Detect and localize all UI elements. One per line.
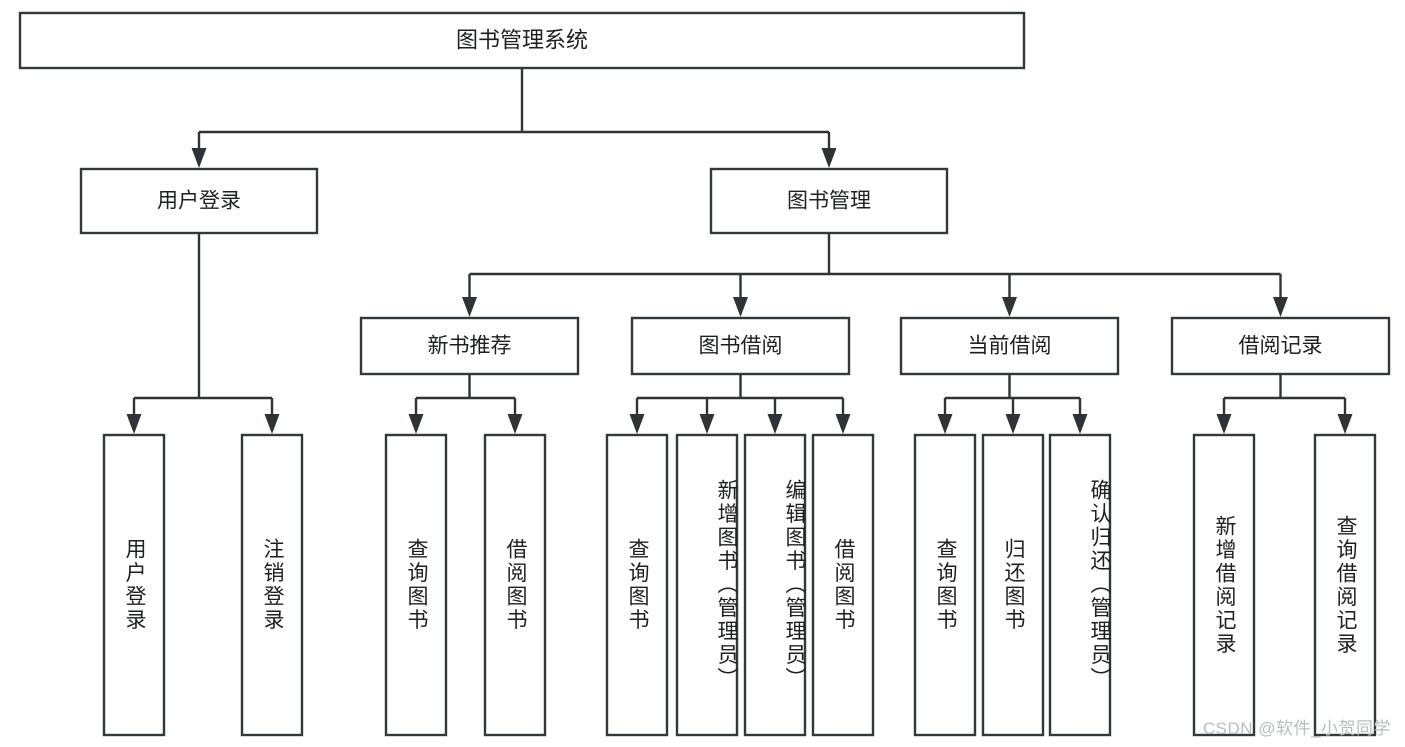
node-leaf-add-book[interactable] <box>675 433 739 737</box>
node-leaf-query-book-1[interactable] <box>384 433 448 737</box>
arrow-root-to-user-login <box>191 148 207 168</box>
arrow-borrow-record-to-leaf-query-record <box>1337 414 1353 434</box>
node-leaf-borrow-book-2-rect[interactable] <box>811 433 875 737</box>
arrow-book-borrow-to-leaf-add-book <box>699 414 715 434</box>
node-leaf-borrow-book-2[interactable] <box>811 433 875 737</box>
node-leaf-borrow-book-1[interactable] <box>483 433 547 737</box>
node-current-borrow[interactable]: 当前借阅 <box>899 316 1120 376</box>
node-user-login-label: 用户登录 <box>157 190 241 213</box>
arrow-current-borrow-to-leaf-query-book-3 <box>937 414 953 434</box>
node-root-label: 图书管理系统 <box>456 27 588 52</box>
node-leaf-query-book-1-rect[interactable] <box>384 433 448 737</box>
node-leaf-user-logout[interactable] <box>240 433 304 737</box>
node-borrow-record[interactable]: 借阅记录 <box>1170 316 1391 376</box>
node-user-login[interactable]: 用户登录 <box>79 167 319 235</box>
node-leaf-add-record[interactable] <box>1192 433 1256 737</box>
node-leaf-return-book-rect[interactable] <box>981 433 1045 737</box>
node-leaf-add-record-rect[interactable] <box>1192 433 1256 737</box>
node-leaf-query-record[interactable] <box>1313 433 1377 737</box>
arrow-borrow-record-to-leaf-add-record <box>1216 414 1232 434</box>
arrow-bookmanage-to-current-borrow <box>1002 297 1017 317</box>
node-borrow-record-label: 借阅记录 <box>1239 335 1323 358</box>
node-current-borrow-rect[interactable] <box>899 316 1120 376</box>
node-leaf-query-book-3-rect[interactable] <box>913 433 977 737</box>
node-user-login-rect[interactable] <box>79 167 319 235</box>
node-book-manage-label: 图书管理 <box>787 190 871 213</box>
node-new-book-recommend-rect[interactable] <box>359 316 580 376</box>
connector-layer <box>126 68 1353 434</box>
node-leaf-query-book-3[interactable] <box>913 433 977 737</box>
arrow-new-book-recommend-to-leaf-query-book-1 <box>408 414 424 434</box>
node-leaf-borrow-book-1-rect[interactable] <box>483 433 547 737</box>
node-leaf-confirm-return[interactable] <box>1048 433 1112 737</box>
node-leaf-query-book-2-rect[interactable] <box>605 433 669 737</box>
arrow-bookmanage-to-new-book-recommend <box>462 297 477 317</box>
node-book-borrow[interactable]: 图书借阅 <box>630 316 851 376</box>
arrow-bookmanage-to-book-borrow <box>733 297 748 317</box>
node-root-rect[interactable] <box>18 11 1026 70</box>
watermark: CSDN @软件_小贺同学 <box>1202 719 1391 738</box>
arrow-current-borrow-to-leaf-return-book <box>1005 414 1021 434</box>
node-new-book-recommend-label: 新书推荐 <box>428 335 512 358</box>
node-new-book-recommend[interactable]: 新书推荐 <box>359 316 580 376</box>
arrow-bookmanage-to-borrow-record <box>1273 297 1288 317</box>
arrow-book-borrow-to-leaf-borrow-book-2 <box>835 414 851 434</box>
arrow-book-borrow-to-leaf-query-book-2 <box>629 414 645 434</box>
node-leaf-user-login[interactable] <box>102 433 166 737</box>
node-root[interactable]: 图书管理系统 <box>18 11 1026 70</box>
node-current-borrow-label: 当前借阅 <box>968 335 1052 358</box>
arrow-new-book-recommend-to-leaf-borrow-book-1 <box>507 414 523 434</box>
arrow-current-borrow-to-leaf-confirm-return <box>1072 414 1088 434</box>
node-book-borrow-label: 图书借阅 <box>699 335 783 358</box>
node-book-manage[interactable]: 图书管理 <box>709 167 949 235</box>
node-leaf-edit-book[interactable] <box>743 433 807 737</box>
node-leaf-add-book-rect[interactable] <box>675 433 739 737</box>
arrow-user-login-to-leaf-user-logout <box>264 414 280 434</box>
node-leaf-user-login-rect[interactable] <box>102 433 166 737</box>
arrow-book-borrow-to-leaf-edit-book <box>767 414 783 434</box>
node-leaf-return-book[interactable] <box>981 433 1045 737</box>
node-leaf-query-record-rect[interactable] <box>1313 433 1377 737</box>
node-leaf-query-book-2[interactable] <box>605 433 669 737</box>
node-leaf-confirm-return-rect[interactable] <box>1048 433 1112 737</box>
node-book-borrow-rect[interactable] <box>630 316 851 376</box>
node-borrow-record-rect[interactable] <box>1170 316 1391 376</box>
node-leaf-user-logout-rect[interactable] <box>240 433 304 737</box>
arrow-user-login-to-leaf-user-login <box>126 414 142 434</box>
node-leaf-edit-book-rect[interactable] <box>743 433 807 737</box>
node-book-manage-rect[interactable] <box>709 167 949 235</box>
arrow-root-to-book-manage <box>821 148 837 168</box>
